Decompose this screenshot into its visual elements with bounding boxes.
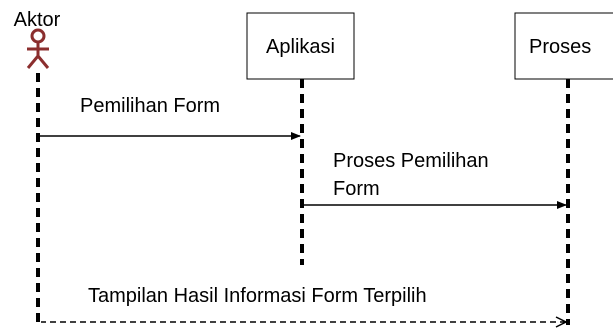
app-box bbox=[246, 12, 355, 80]
app-label: Aplikasi bbox=[266, 36, 335, 58]
actor-figure: Aktor bbox=[14, 9, 61, 69]
process-label: Proses bbox=[529, 36, 591, 58]
actor-label: Aktor bbox=[14, 9, 61, 31]
participant-app: Aplikasi bbox=[246, 12, 355, 80]
actor-icon bbox=[26, 28, 50, 69]
message-3-label: Tampilan Hasil Informasi Form Terpilih bbox=[88, 285, 427, 307]
message-2-label-line2: Form bbox=[333, 178, 380, 200]
message-2-label-line1: Proses Pemilihan bbox=[333, 150, 489, 172]
message-1-label: Pemilihan Form bbox=[80, 95, 220, 117]
participant-process: Proses bbox=[514, 12, 613, 80]
